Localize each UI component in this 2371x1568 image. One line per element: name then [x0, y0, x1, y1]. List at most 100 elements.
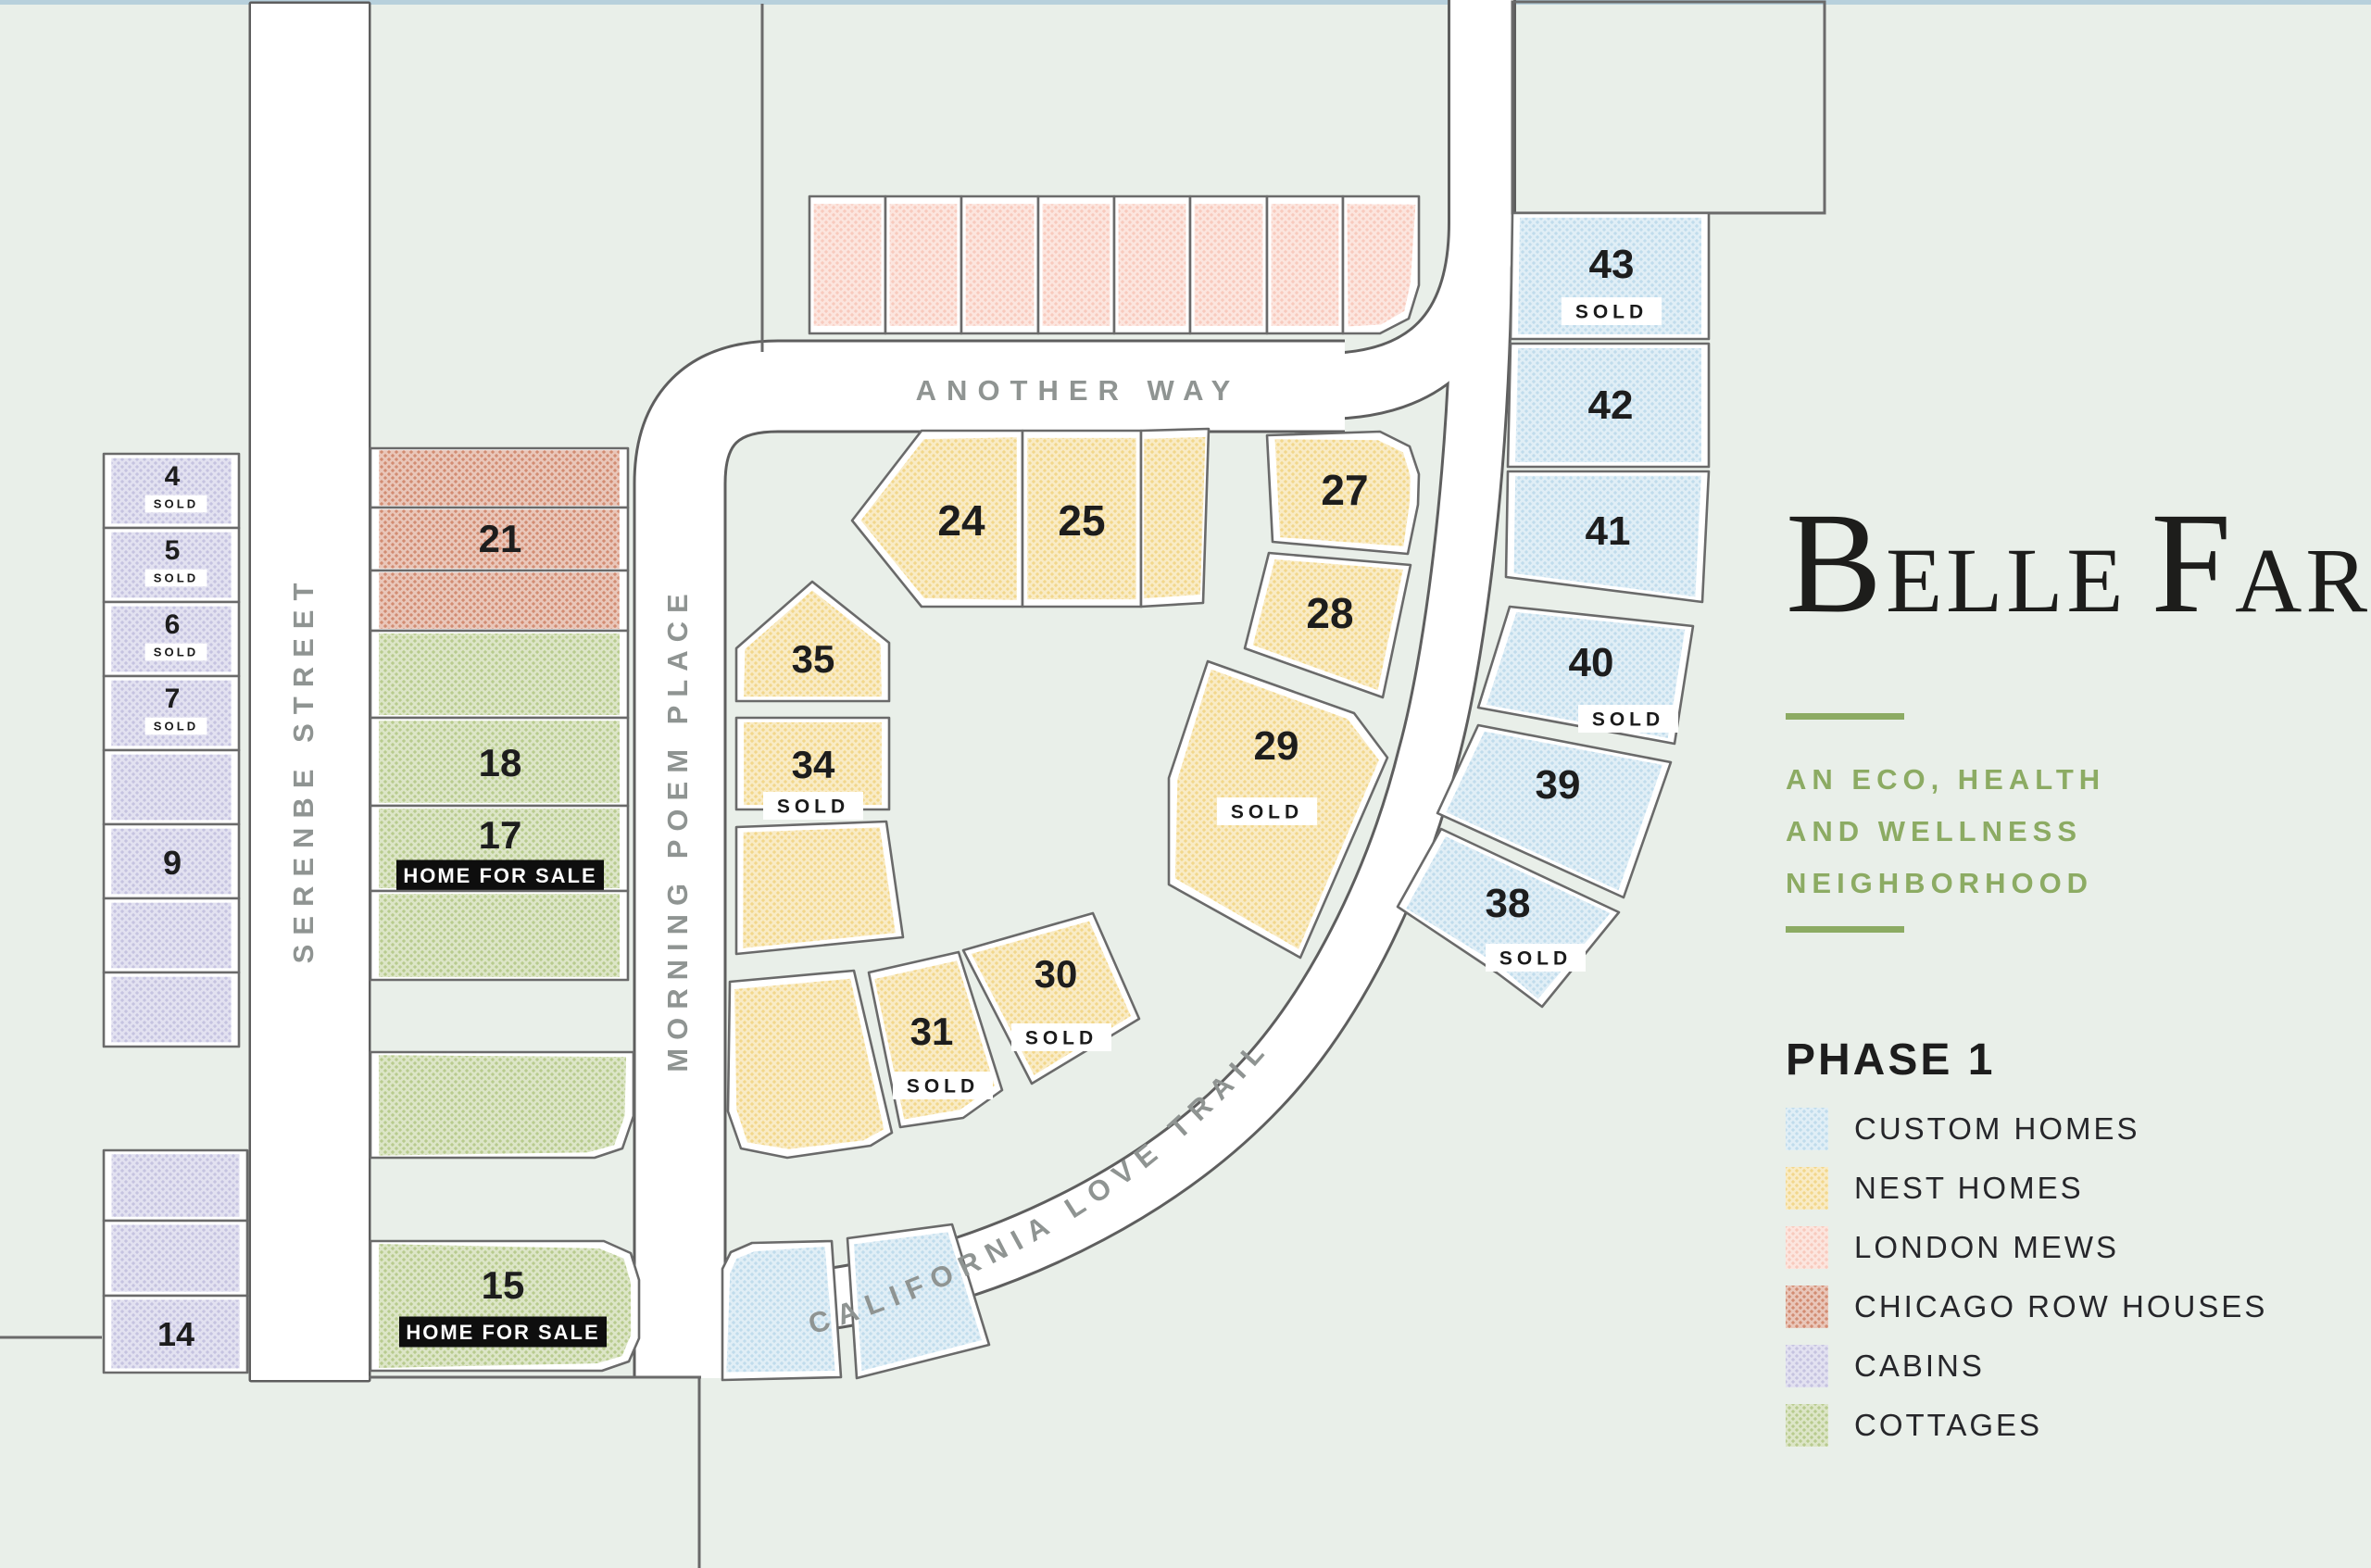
lot-33[interactable]: [734, 820, 905, 956]
lot-35-number: 35: [792, 637, 835, 681]
mews-4[interactable]: [1036, 194, 1116, 335]
mews-2[interactable]: [884, 194, 963, 335]
lot-16-fill: [378, 894, 621, 977]
lot-11[interactable]: [102, 971, 241, 1048]
lot-30-sold-label: SOLD: [1025, 1028, 1098, 1049]
legend-item-cabins: CABINS: [1786, 1345, 1982, 1387]
street-label-another-way: ANOTHER WAY: [916, 374, 1241, 407]
divider-bottom: [1786, 926, 1904, 933]
street-morning-poem-place[interactable]: [635, 342, 1345, 1378]
lot-14[interactable]: 14: [102, 1294, 249, 1374]
lot-7-number: 7: [165, 684, 181, 714]
lot-32[interactable]: [726, 969, 894, 1160]
lot-43-sold-badge: [1562, 297, 1662, 325]
lot-20-fill: [379, 450, 620, 506]
lot-29-sold-label: SOLD: [1231, 802, 1303, 823]
lot-34-sold-badge: [763, 792, 863, 820]
lot-19[interactable]: [369, 629, 630, 720]
mews-8-fill: [1347, 204, 1416, 327]
lot-16b[interactable]: [369, 1050, 635, 1160]
lot-15-for-sale-label: HOME FOR SALE: [406, 1321, 599, 1344]
lot-8[interactable]: [102, 748, 241, 826]
lot-18[interactable]: 18: [369, 716, 630, 808]
lot-41[interactable]: 41: [1504, 470, 1711, 604]
legend-label-london_mews: LONDON MEWS: [1854, 1230, 2119, 1264]
lot-39[interactable]: 39: [1436, 723, 1673, 899]
lot-6-number: 6: [165, 609, 181, 640]
street-serenbe[interactable]: [251, 4, 369, 1380]
legend-swatch-cabins: [1786, 1345, 1828, 1387]
lot-37[interactable]: [846, 1223, 991, 1380]
lot-24[interactable]: 24: [850, 429, 1024, 608]
lot-30-sold-badge: [1011, 1023, 1111, 1051]
lot-17-for-sale-label: HOME FOR SALE: [403, 864, 596, 887]
lot-9-fill: [111, 828, 232, 895]
lot-10[interactable]: [102, 897, 241, 974]
lot-21-fill: [379, 509, 620, 569]
lot-9[interactable]: 9: [102, 822, 241, 900]
brand-panel: BELLEFARM AN ECO, HEALTH AND WELLNESS NE…: [1786, 483, 2371, 1085]
lot-35[interactable]: 35: [734, 580, 891, 703]
lot-20[interactable]: [369, 446, 630, 509]
lot-5-number: 5: [165, 535, 181, 566]
lot-26[interactable]: [1139, 427, 1211, 608]
tagline-line-1: AN ECO, HEALTH: [1786, 763, 2105, 796]
lot-22-fill: [379, 572, 620, 629]
tagline-line-2: AND WELLNESS: [1786, 815, 2082, 847]
lot-40-sold-label: SOLD: [1592, 709, 1664, 731]
lot-26-fill: [1144, 436, 1206, 599]
lot-14-fill: [111, 1299, 240, 1369]
lot-10-fill: [111, 902, 232, 969]
lot-36[interactable]: [721, 1239, 843, 1382]
lot-38-sold-badge: [1486, 944, 1586, 972]
lot-12[interactable]: [102, 1148, 249, 1223]
lot-13[interactable]: [102, 1219, 249, 1298]
lot-21[interactable]: 21: [369, 506, 630, 572]
mews-8[interactable]: [1341, 194, 1421, 335]
lot-29-number: 29: [1254, 723, 1299, 769]
mews-1[interactable]: [808, 194, 887, 335]
lot-41-fill: [1513, 475, 1701, 597]
lot-27-fill: [1274, 439, 1411, 546]
lot-28-number: 28: [1306, 589, 1353, 637]
mews-7[interactable]: [1265, 194, 1345, 335]
lot-22[interactable]: [369, 569, 630, 633]
lot-40-number: 40: [1569, 640, 1614, 685]
lot-27[interactable]: 27: [1265, 430, 1421, 556]
lot-38-sold-label: SOLD: [1499, 948, 1572, 970]
mews-6[interactable]: [1188, 194, 1269, 335]
lot-43-number: 43: [1589, 242, 1635, 287]
lot-24-number: 24: [937, 496, 985, 545]
lot-28[interactable]: 28: [1243, 551, 1412, 699]
lot-42-fill: [1515, 347, 1701, 463]
mews-5[interactable]: [1112, 194, 1192, 335]
lot-21-number: 21: [479, 517, 522, 560]
lot-25[interactable]: 25: [1021, 429, 1143, 608]
street-label-serenbe: SERENBE STREET: [287, 574, 320, 964]
lot-34-sold-label: SOLD: [777, 797, 849, 818]
legend-item-nest_homes: NEST HOMES: [1786, 1167, 2081, 1210]
lot-16[interactable]: [369, 889, 630, 982]
mews-3[interactable]: [960, 194, 1040, 335]
lot-42[interactable]: 42: [1506, 342, 1711, 469]
lot-8-fill: [111, 754, 232, 821]
lot-39-fill: [1446, 731, 1662, 891]
lot-12-fill: [111, 1154, 240, 1217]
lot-16b-fill: [378, 1055, 627, 1156]
lot-34-number: 34: [792, 743, 835, 786]
